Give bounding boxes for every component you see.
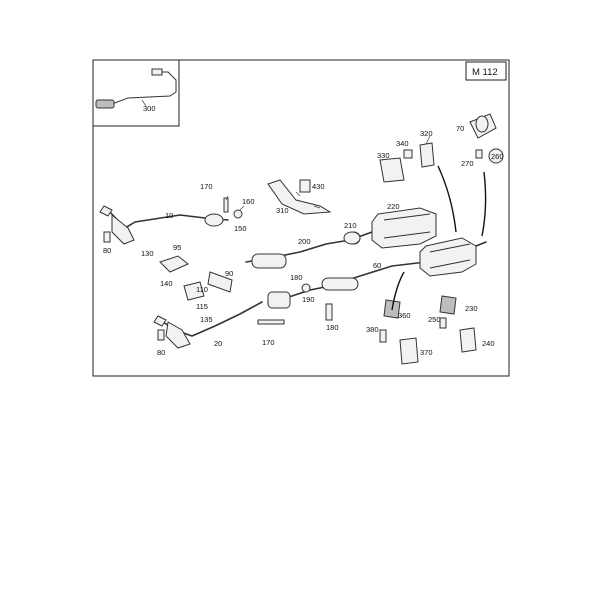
leader-lines <box>225 135 431 211</box>
label-80a: 80 <box>103 246 111 255</box>
bolts-and-gaskets <box>103 149 483 343</box>
clamp <box>343 231 361 245</box>
label-310: 310 <box>276 206 289 215</box>
label-180b: 180 <box>326 323 339 332</box>
rear-muffler-upper <box>347 207 437 249</box>
model-code-box <box>465 61 507 81</box>
label-135: 135 <box>200 315 213 324</box>
label-170b: 170 <box>262 338 275 347</box>
label-180a: 180 <box>290 273 303 282</box>
front-pipe-left <box>99 205 229 245</box>
label-380: 380 <box>366 325 379 334</box>
diagram-frame <box>92 59 510 377</box>
model-code: M 112 <box>472 67 498 78</box>
label-430: 430 <box>312 182 325 191</box>
label-220: 220 <box>387 202 400 211</box>
part-labels: 10 20 60 70 80 80 90 95 110 115 130 135 … <box>103 104 504 357</box>
label-140: 140 <box>160 279 173 288</box>
assembly-arrows <box>391 165 487 311</box>
inset-box <box>92 59 180 127</box>
oxygen-sensor <box>95 68 177 109</box>
label-110: 110 <box>196 285 208 294</box>
label-270: 270 <box>461 159 474 168</box>
label-115: 115 <box>196 302 208 311</box>
label-250: 250 <box>428 315 441 324</box>
label-60: 60 <box>373 261 381 270</box>
hangers <box>379 142 504 365</box>
label-230: 230 <box>465 304 478 313</box>
label-20: 20 <box>214 339 222 348</box>
front-pipe-right <box>153 301 263 349</box>
label-130: 130 <box>141 249 154 258</box>
label-200: 200 <box>298 237 311 246</box>
label-300: 300 <box>143 104 156 113</box>
label-170a: 170 <box>200 182 213 191</box>
label-370: 370 <box>420 348 433 357</box>
label-320: 320 <box>420 129 433 138</box>
label-160: 160 <box>242 197 255 206</box>
heat-shield-bracket <box>267 179 332 215</box>
tailpipe-trim <box>469 113 497 139</box>
label-10: 10 <box>165 211 173 220</box>
rear-muffler-lower <box>419 237 487 277</box>
label-260: 260 <box>491 152 504 161</box>
label-95: 95 <box>173 243 181 252</box>
label-90: 90 <box>225 269 233 278</box>
label-240: 240 <box>482 339 495 348</box>
label-330: 330 <box>377 151 390 160</box>
label-190: 190 <box>302 295 315 304</box>
label-360: 360 <box>398 311 411 320</box>
intermediate-pipes <box>245 231 427 309</box>
label-340: 340 <box>396 139 409 148</box>
label-150: 150 <box>234 224 247 233</box>
label-70: 70 <box>456 124 464 133</box>
label-210: 210 <box>344 221 357 230</box>
label-80b: 80 <box>157 348 165 357</box>
